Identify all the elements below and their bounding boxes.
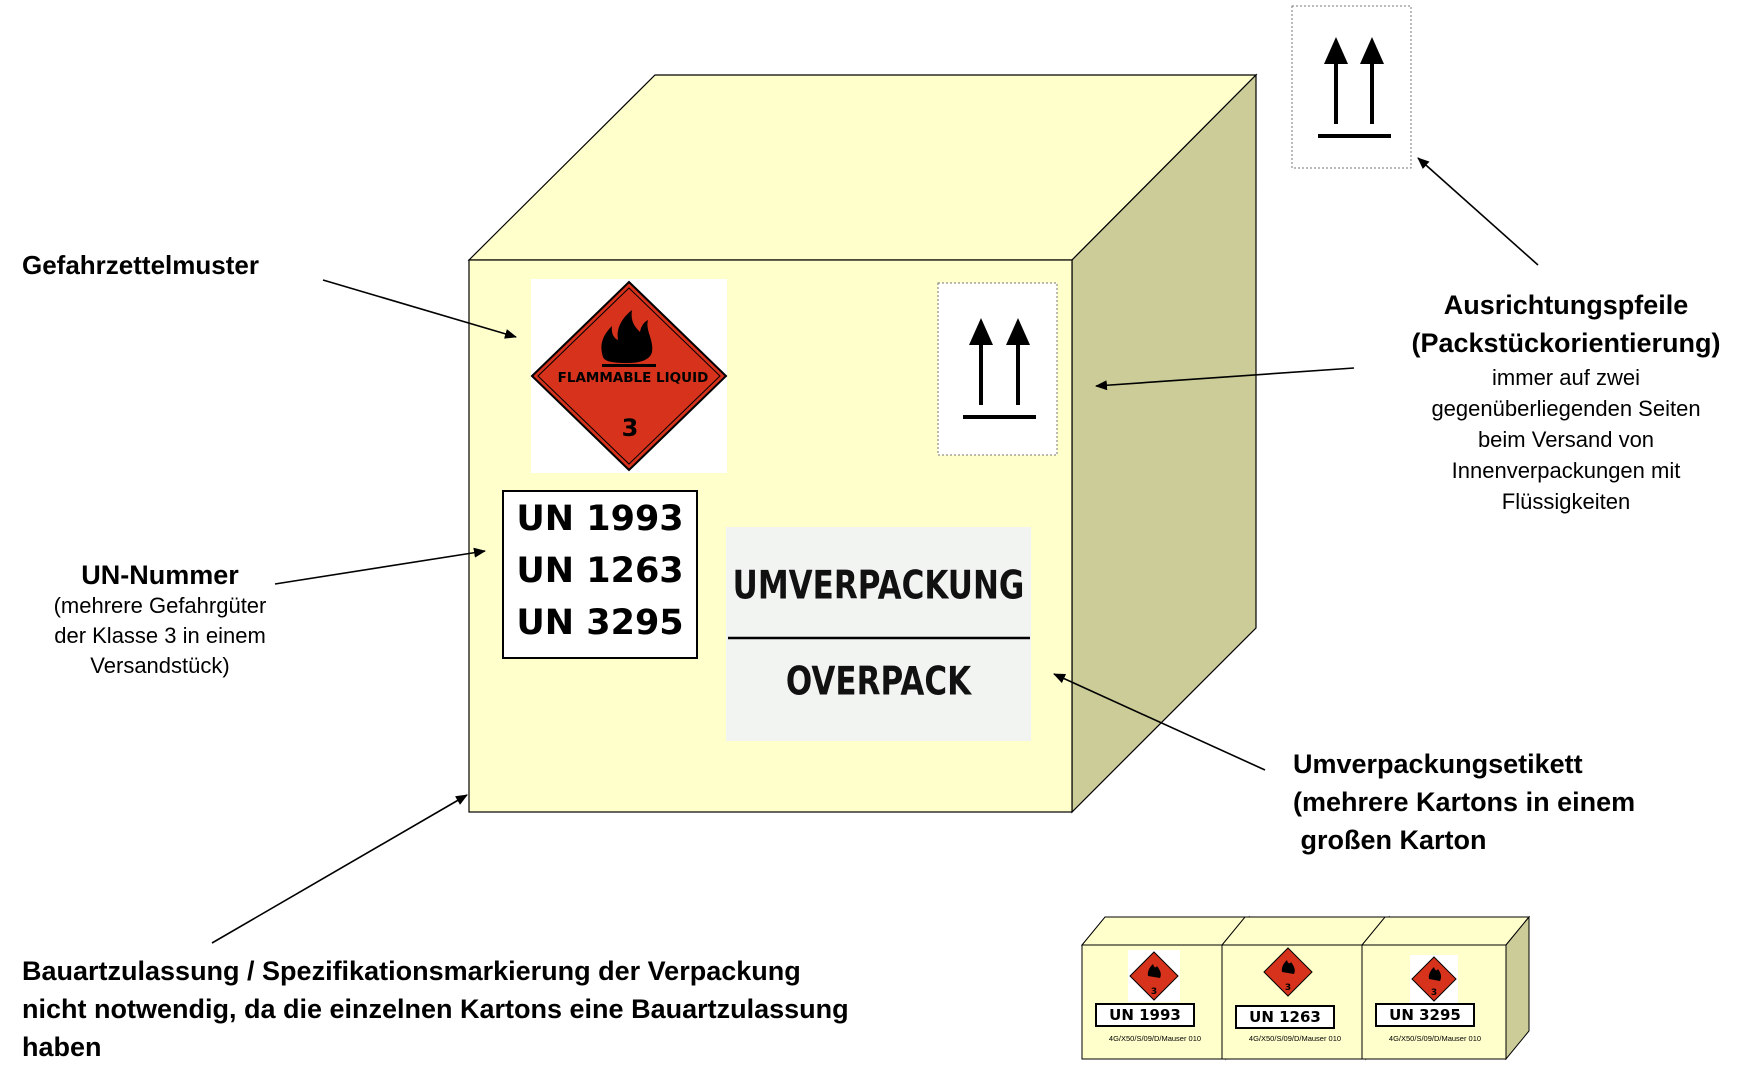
arrow-bauart — [211, 794, 468, 944]
caption-ausrichtung-line: Flüssigkeiten — [1501, 489, 1631, 514]
caption-ausrichtung-line: gegenüberliegenden Seiten — [1431, 396, 1701, 421]
small-box-class-number: 3 — [1430, 988, 1438, 998]
callout-arrows — [211, 157, 1539, 944]
hazard-label — [530, 279, 728, 473]
caption-umv-line: großen Karton — [1293, 825, 1487, 855]
hazard-diamond-inner-border — [537, 287, 721, 465]
arrow-gefahrzettel — [322, 279, 517, 339]
overpack-label-bg — [726, 527, 1031, 741]
overpack-label-top: UMVERPACKUNG — [732, 563, 1025, 609]
un-number-item: UN 1263 — [516, 551, 684, 591]
flame-icon — [601, 310, 656, 367]
caption-gefahrzettel: Gefahrzettelmuster — [22, 250, 259, 280]
caption-un-nummer-line: (mehrere Gefahrgüter — [53, 593, 267, 618]
caption-un-nummer-line: der Klasse 3 in einem — [54, 623, 266, 648]
caption-bau-line: nicht notwendig, da die einzelnen Karton… — [22, 994, 849, 1024]
orientation-label-standalone-bg — [1291, 5, 1412, 169]
up-arrow-icon — [1318, 37, 1391, 138]
overpack-label — [726, 527, 1031, 741]
caption-bau-line: Bauartzulassung / Spezifikationsmarkieru… — [22, 956, 801, 986]
caption-ausrichtung-line: Innenverpackungen mit — [1451, 458, 1681, 483]
small-box-class-number: 3 — [1150, 987, 1158, 997]
arrow-umverpackung — [1053, 673, 1266, 771]
arrow-un-nummer — [274, 547, 486, 585]
caption-ausrichtung-line: immer auf zwei — [1492, 365, 1640, 390]
orientation-label-front-bg — [937, 282, 1058, 456]
un-number-item: UN 3295 — [516, 603, 684, 643]
orientation-arrows-front — [937, 282, 1058, 456]
caption-ausrichtung: Ausrichtungspfeile (Packstückorientierun… — [1378, 286, 1754, 517]
caption-un-nummer-line: Versandstück) — [90, 653, 230, 678]
arrow-ausrichtung-front — [1095, 367, 1355, 391]
caption-umv-line: (mehrere Kartons in einem — [1293, 787, 1636, 817]
un-number-item: UN 1993 — [516, 499, 684, 539]
caption-un-nummer-title: UN-Nummer — [81, 560, 239, 590]
small-box-un-number: UN 3295 — [1375, 1003, 1475, 1027]
small-boxes — [1080, 915, 1531, 1061]
caption-ausrichtung-title: Ausrichtungspfeile — [1443, 290, 1689, 320]
small-box-class-number: 3 — [1284, 983, 1292, 993]
overpack-label-bottom: OVERPACK — [785, 659, 972, 705]
arrow-ausrichtung-standalone — [1417, 157, 1539, 266]
orientation-arrows-standalone — [1291, 5, 1412, 169]
hazard-diamond — [530, 280, 728, 472]
small-box-3 — [1360, 915, 1531, 1061]
caption-bauartzulassung: Bauartzulassung / Spezifikationsmarkieru… — [22, 952, 849, 1066]
caption-ausrichtung-title: (Packstückorientierung) — [1411, 328, 1721, 358]
un-number-list: UN 1993 UN 1263 UN 3295 — [503, 493, 697, 649]
small-box-spec: 4G/X50/S/09/D/Mauser 010 — [1388, 1034, 1482, 1043]
hazard-class-number: 3 — [621, 414, 639, 442]
un-number-box — [502, 490, 698, 659]
small-box-un-number: UN 1263 — [1235, 1005, 1335, 1029]
up-arrow-icon — [963, 318, 1036, 419]
caption-umv-line: Umverpackungsetikett — [1293, 749, 1583, 779]
hazard-label-text: FLAMMABLE LIQUID — [557, 370, 709, 386]
small-box-spec: 4G/X50/S/09/D/Mauser 010 — [1248, 1034, 1342, 1043]
caption-un-nummer: UN-Nummer (mehrere Gefahrgüter der Klass… — [10, 560, 310, 681]
small-box-spec: 4G/X50/S/09/D/Mauser 010 — [1108, 1034, 1202, 1043]
small-box-un-number: UN 1993 — [1095, 1003, 1195, 1027]
caption-umverpackungsetikett: Umverpackungsetikett (mehrere Kartons in… — [1293, 745, 1635, 859]
caption-bau-line: haben — [22, 1032, 102, 1062]
caption-ausrichtung-line: beim Versand von — [1477, 427, 1655, 452]
